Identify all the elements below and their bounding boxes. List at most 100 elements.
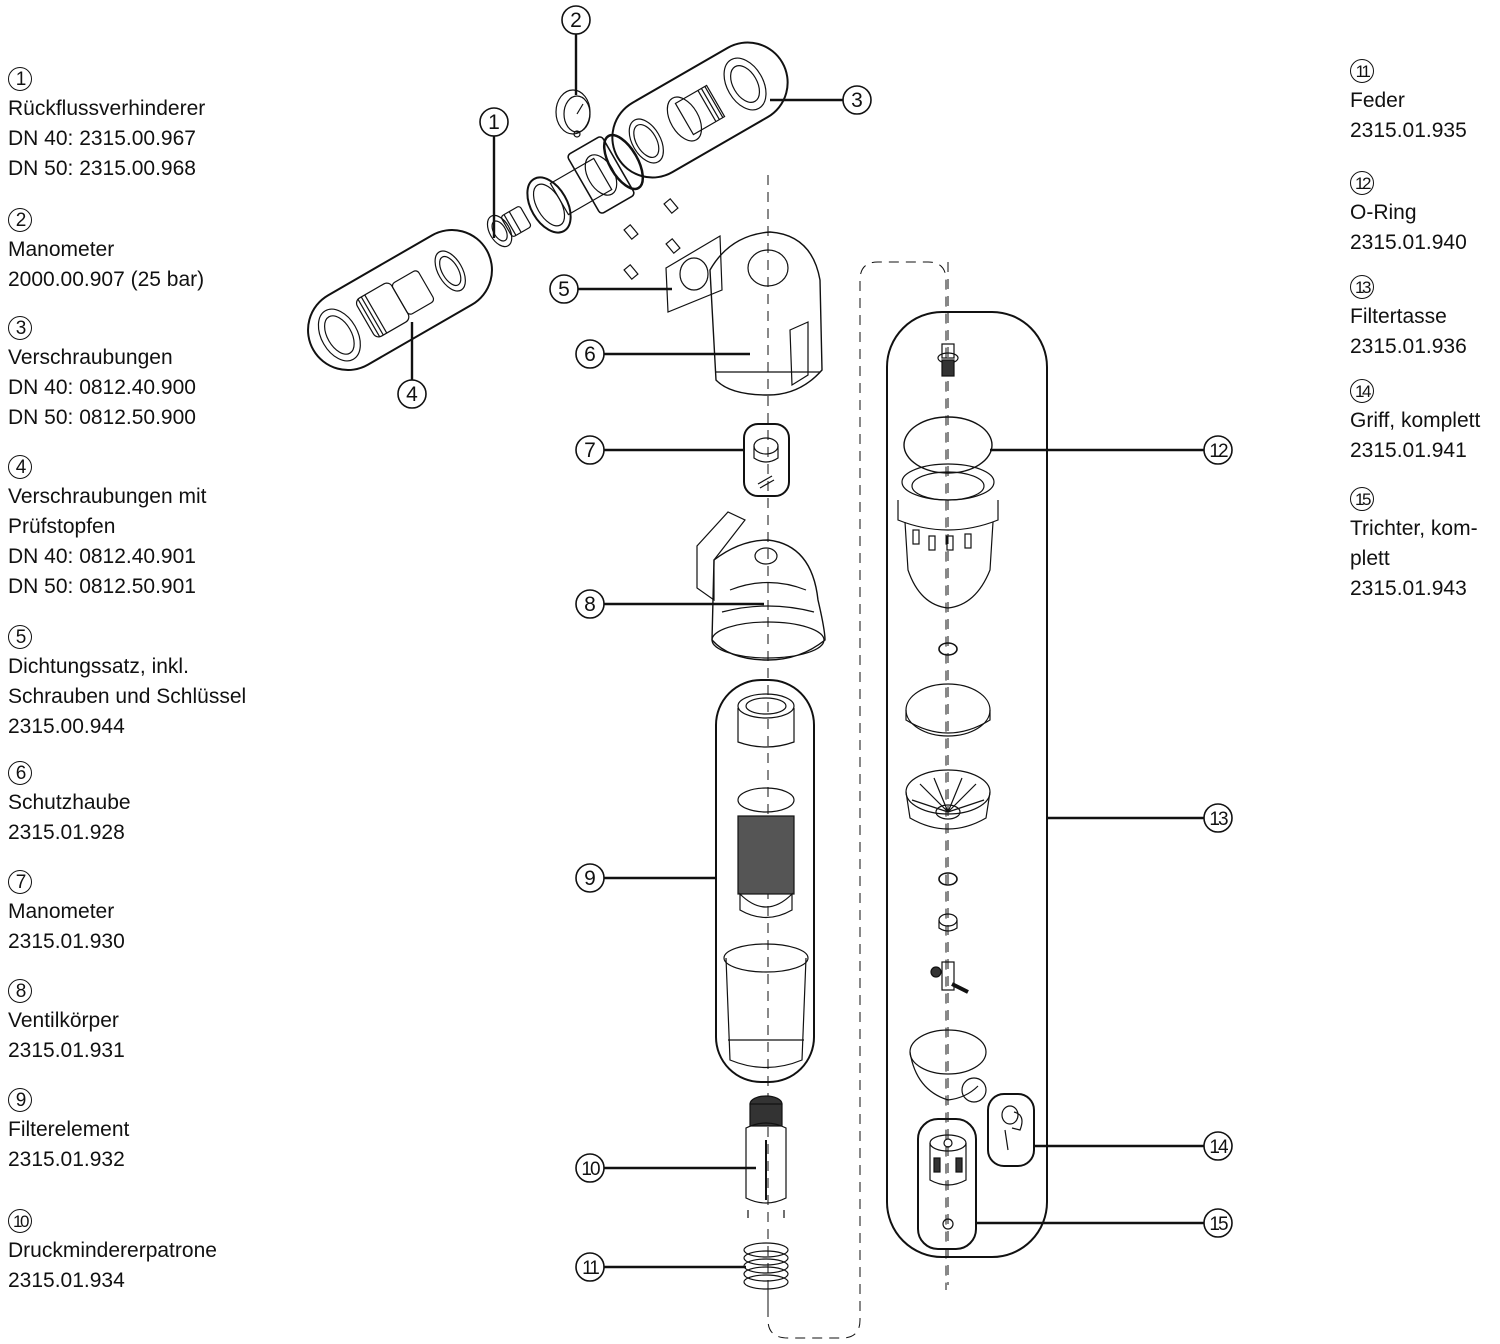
callout-label-15: 15 — [1209, 1214, 1228, 1235]
part-number: DN 50: 0812.50.900 — [8, 406, 196, 429]
callout-label-1: 1 — [488, 111, 500, 134]
legend-item-2: 2 Manometer 2000.00.907 (25 bar) — [8, 205, 204, 295]
part-name: Filtertasse — [1350, 305, 1447, 328]
part-name: Filterelement — [8, 1118, 130, 1141]
callout-number: 7 — [8, 870, 32, 894]
part-name: Prüfstopfen — [8, 515, 116, 538]
part-number: DN 50: 0812.50.901 — [8, 575, 196, 598]
dashed-group-outline — [767, 261, 947, 1339]
callout-circles — [397, 5, 1233, 1282]
callout-number: 14 — [1350, 379, 1374, 403]
part-name: Druckmindererpatrone — [8, 1239, 217, 1262]
callout-number: 1 — [8, 67, 32, 91]
legend-item-7: 7 Manometer 2315.01.930 — [8, 867, 125, 957]
callout-number: 11 — [1350, 59, 1374, 83]
nut — [938, 913, 958, 932]
small-o-ring-2 — [938, 872, 958, 886]
filter-cup — [897, 463, 999, 609]
callout-circle-5 — [549, 274, 579, 304]
part-number: 2000.00.907 (25 bar) — [8, 268, 205, 291]
callout-label-8: 8 — [584, 593, 596, 616]
part-number: 2315.01.934 — [8, 1269, 125, 1292]
legend-item-9: 9 Filterelement 2315.01.932 — [8, 1085, 129, 1175]
callout-number: 2 — [8, 208, 32, 232]
cup-ring — [905, 683, 991, 737]
part-name: Trichter, kom- — [1350, 517, 1478, 540]
part-number: DN 40: 0812.40.901 — [8, 545, 196, 568]
legend-item-5: 5 Dichtungssatz, inkl. Schrauben und Sch… — [8, 622, 246, 742]
legend-item-11: 11 Feder 2315.01.935 — [1350, 56, 1467, 146]
callout-number: 6 — [8, 761, 32, 785]
part-10-cartridge — [745, 1095, 787, 1218]
part-number: 2315.01.935 — [1350, 119, 1467, 142]
legend-item-3: 3 Verschraubungen DN 40: 0812.40.900 DN … — [8, 313, 196, 433]
part-number: 2315.01.940 — [1350, 231, 1467, 254]
callout-circle-4 — [397, 379, 427, 409]
part-9-filter-element — [715, 679, 815, 1083]
callout-circle-9 — [575, 863, 605, 893]
callout-circle-15 — [1203, 1208, 1233, 1238]
legend-item-10: 10 Druckmindererpatrone 2315.01.934 — [8, 1206, 217, 1296]
part-number: 2315.00.944 — [8, 715, 125, 738]
part-name: Rückflussverhinderer — [8, 97, 206, 120]
callout-circle-11 — [575, 1252, 605, 1282]
drain-valve — [930, 961, 969, 994]
part-name: Feder — [1350, 89, 1405, 112]
part-7-gauge — [743, 423, 790, 497]
part-name: Manometer — [8, 900, 115, 923]
part-2-pressure-gauge — [555, 89, 591, 138]
callout-label-3: 3 — [851, 89, 863, 112]
callout-circle-10 — [575, 1153, 605, 1183]
part-15-funnel-complete — [917, 1118, 977, 1250]
part-6-protective-hood — [709, 231, 823, 396]
callout-circle-6 — [575, 339, 605, 369]
callout-label-5: 5 — [558, 278, 570, 301]
part-name: O-Ring — [1350, 201, 1417, 224]
part-name: Verschraubungen mit — [8, 485, 207, 508]
part-number: 2315.01.936 — [1350, 335, 1467, 358]
callout-label-10: 10 — [581, 1159, 600, 1180]
part-number: 2315.01.932 — [8, 1148, 125, 1171]
part-number: 2315.01.943 — [1350, 577, 1467, 600]
funnel-bowl — [909, 1029, 987, 1103]
callout-number: 8 — [8, 979, 32, 1003]
callout-circle-2 — [561, 5, 591, 35]
legend-item-12: 12 O-Ring 2315.01.940 — [1350, 168, 1467, 258]
part-number: DN 40: 2315.00.967 — [8, 127, 196, 150]
part-name: Dichtungssatz, inkl. — [8, 655, 189, 678]
callout-number: 4 — [8, 455, 32, 479]
callout-number: 9 — [8, 1088, 32, 1112]
part-number: DN 50: 2315.00.968 — [8, 157, 196, 180]
part-number: 2315.01.928 — [8, 821, 125, 844]
part-3-fittings — [611, 41, 789, 179]
callout-number: 3 — [8, 316, 32, 340]
part-name: Griff, komplett — [1350, 409, 1481, 432]
callout-label-6: 6 — [584, 343, 596, 366]
legend-item-15: 15 Trichter, kom- plett 2315.01.943 — [1350, 484, 1478, 604]
legend-item-6: 6 Schutzhaube 2315.01.928 — [8, 758, 131, 848]
callout-number: 15 — [1350, 487, 1374, 511]
callout-circle-13 — [1203, 803, 1233, 833]
legend-item-4: 4 Verschraubungen mit Prüfstopfen DN 40:… — [8, 452, 206, 602]
part-name: Ventilkörper — [8, 1009, 119, 1032]
legend-item-13: 13 Filtertasse 2315.01.936 — [1350, 272, 1467, 362]
part-name: Schutzhaube — [8, 791, 131, 814]
callout-label-14: 14 — [1209, 1137, 1229, 1158]
part-4-fitting-with-test-plug — [307, 229, 493, 371]
funnel-strainer — [905, 769, 991, 830]
callout-label-13: 13 — [1209, 809, 1228, 830]
part-13-filter-cup-group — [886, 311, 1048, 1258]
screws — [623, 197, 681, 281]
part-name: Schrauben und Schlüssel — [8, 685, 247, 708]
part-8-valve-body — [696, 511, 826, 661]
part-1-backflow-preventer — [486, 206, 532, 248]
part-11-spring — [743, 1242, 789, 1290]
callout-number: 12 — [1350, 171, 1374, 195]
callout-label-7: 7 — [584, 439, 596, 462]
part-number: 2315.01.931 — [8, 1039, 125, 1062]
part-name: Manometer — [8, 238, 115, 261]
valve-body-housing — [526, 133, 645, 234]
part-number: 2315.01.930 — [8, 930, 125, 953]
callout-circle-3 — [842, 85, 872, 115]
